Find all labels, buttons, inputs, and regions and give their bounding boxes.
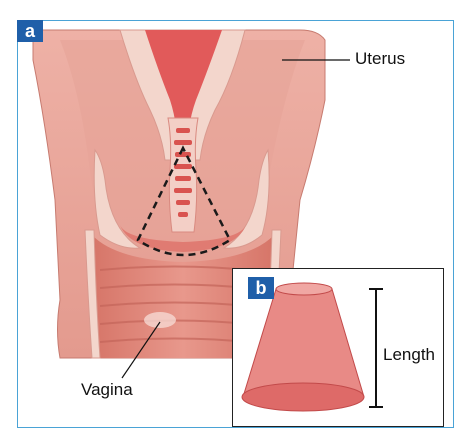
uterus-label: Uterus [355,49,405,69]
length-label: Length [383,345,435,365]
cone-base [242,383,364,411]
vagina-label: Vagina [81,380,133,400]
panel-a-badge: a [17,20,43,42]
panel-b-badge: b [248,277,274,299]
cone-top [276,283,332,295]
